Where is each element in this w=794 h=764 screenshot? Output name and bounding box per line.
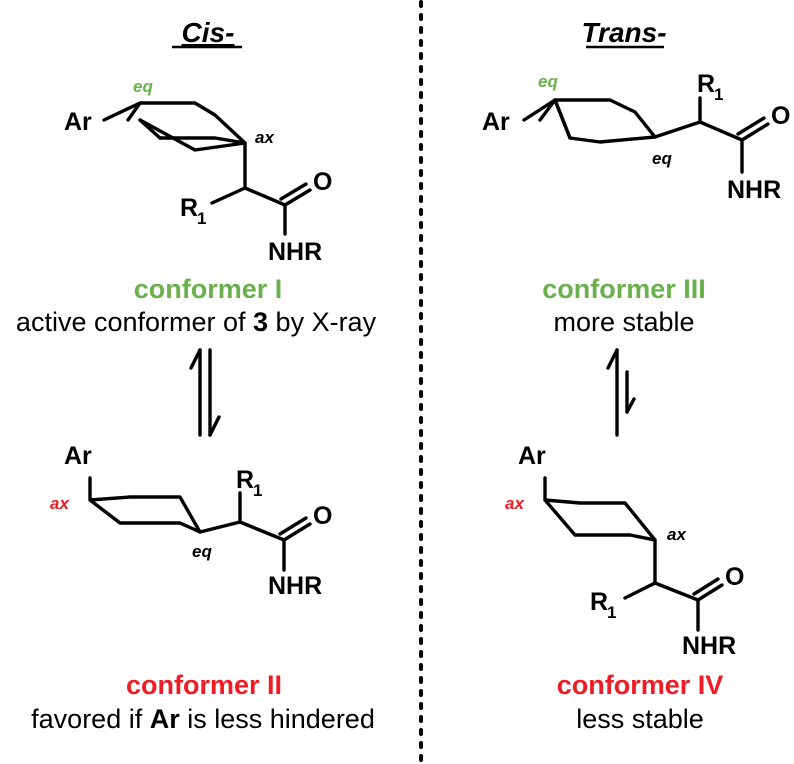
c3-ar-label: Ar — [482, 108, 510, 136]
c1-eq-label: eq — [133, 77, 153, 96]
c1-ax-label: ax — [255, 128, 275, 147]
c1-desc: active conformer of 3 by X-ray — [16, 307, 377, 337]
c3-eq-bottom-label: eq — [652, 149, 672, 168]
cis-equilibrium-arrows — [189, 348, 221, 437]
c4-ax-right-label: ax — [667, 525, 687, 544]
c1-o-label: O — [313, 168, 332, 196]
conformer-2-structure — [88, 476, 312, 572]
c3-o-label: O — [771, 102, 790, 130]
c1-ar-label: Ar — [64, 108, 92, 136]
c4-desc: less stable — [576, 704, 704, 734]
c3-eq-top-label: eq — [538, 72, 558, 91]
c3-nhr-label: NHR — [727, 176, 781, 204]
c2-r-label: R — [236, 466, 254, 494]
c4-r-sub: 1 — [607, 603, 616, 622]
trans-header: Trans- — [581, 17, 666, 48]
c1-name: conformer I — [134, 274, 283, 304]
c2-nhr-label: NHR — [268, 572, 322, 600]
c1-r-label: R — [180, 194, 198, 222]
conformer-1-structure — [102, 101, 312, 236]
c3-desc: more stable — [553, 307, 694, 337]
c3-r-sub: 1 — [714, 85, 723, 104]
c4-r-label: R — [590, 588, 608, 616]
c1-r-sub: 1 — [197, 209, 206, 228]
cis-header: Cis- — [182, 17, 235, 48]
c2-ar-label: Ar — [64, 442, 92, 470]
c2-ax-label: ax — [50, 494, 70, 513]
c2-desc-post: is less hindered — [180, 704, 375, 734]
c4-nhr-label: NHR — [682, 632, 736, 660]
c1-desc-pre: active conformer of — [16, 307, 253, 337]
c4-o-label: O — [725, 563, 744, 591]
c3-r-label: R — [697, 70, 715, 98]
c2-eq-label: eq — [192, 542, 212, 561]
c4-ax-left-label: ax — [505, 494, 525, 513]
c1-desc-bold: 3 — [253, 307, 268, 337]
c2-desc: favored if Ar is less hindered — [31, 704, 375, 734]
c2-o-label: O — [313, 502, 332, 530]
c4-name: conformer IV — [557, 670, 724, 700]
c3-name: conformer III — [542, 274, 706, 304]
c2-desc-bold: Ar — [150, 704, 180, 734]
c2-r-sub: 1 — [253, 481, 262, 500]
conformer-4-structure — [543, 476, 724, 632]
c4-ar-label: Ar — [518, 442, 546, 470]
trans-equilibrium-arrows — [606, 348, 636, 437]
c1-desc-post: by X-ray — [268, 307, 377, 337]
c2-desc-pre: favored if — [31, 704, 150, 734]
c1-nhr-label: NHR — [268, 238, 322, 266]
c2-name: conformer II — [126, 670, 282, 700]
conformer-3-structure — [522, 96, 770, 174]
